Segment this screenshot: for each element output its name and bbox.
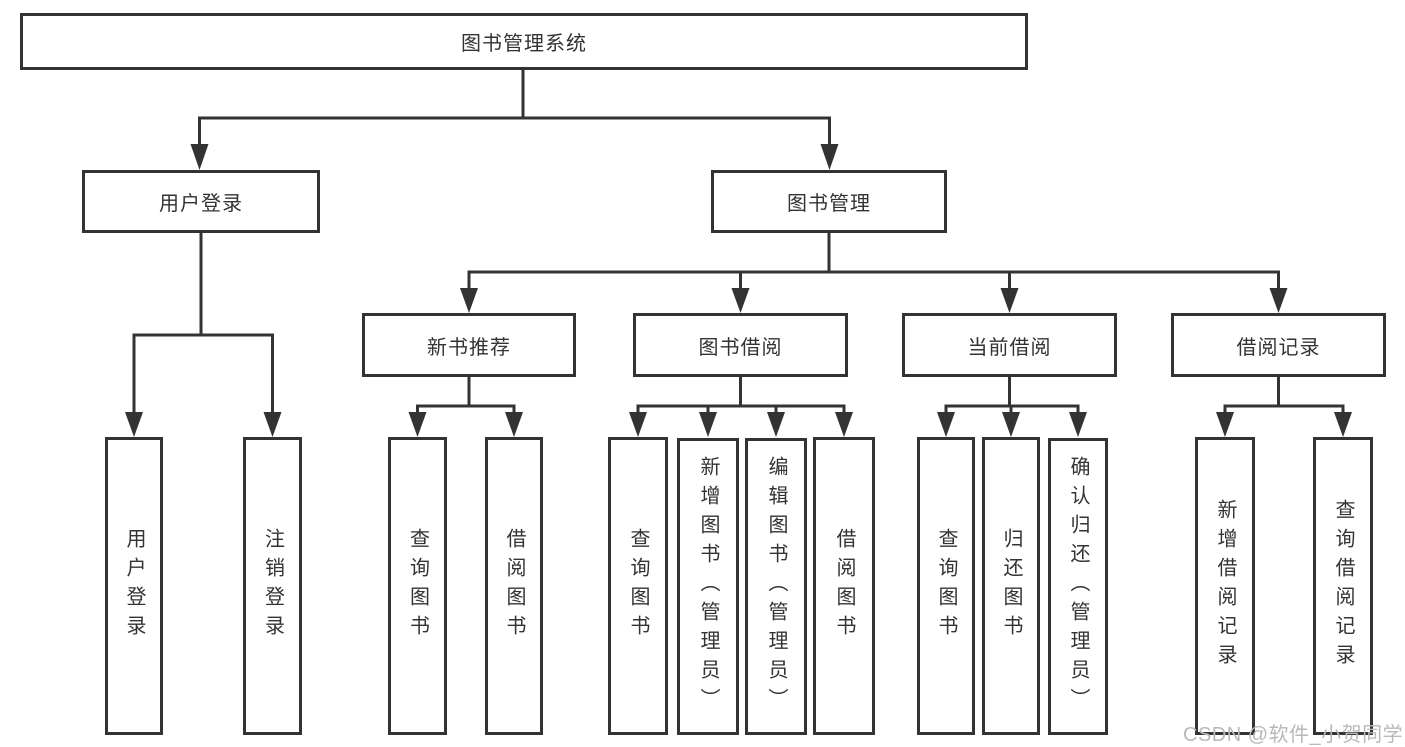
node-root: 图书管理系统: [20, 13, 1028, 70]
leaf-add-book-admin: 新增图书（管理员）: [677, 438, 739, 735]
leaf-query-books-borrow: 查询图书: [608, 437, 668, 735]
leaf-edit-book-admin: 编辑图书（管理员）: [745, 438, 807, 735]
watermark: CSDN @软件_小贺同学: [1183, 724, 1404, 746]
node-borrow-records: 借阅记录: [1171, 313, 1386, 377]
leaf-return-books: 归还图书: [982, 437, 1040, 735]
leaf-logout: 注销登录: [243, 437, 302, 735]
node-current-borrow: 当前借阅: [902, 313, 1117, 377]
node-new-book-recommend: 新书推荐: [362, 313, 576, 377]
leaf-user-login: 用户登录: [105, 437, 163, 735]
leaf-query-borrow-record: 查询借阅记录: [1313, 437, 1373, 735]
node-user-login: 用户登录: [82, 170, 320, 233]
leaf-confirm-return-admin: 确认归还（管理员）: [1048, 438, 1108, 735]
leaf-query-books-recommend: 查询图书: [388, 437, 447, 735]
leaf-borrow-books: 借阅图书: [813, 437, 875, 735]
node-book-borrow: 图书借阅: [633, 313, 848, 377]
leaf-query-books-current: 查询图书: [917, 437, 975, 735]
leaf-borrow-books-recommend: 借阅图书: [485, 437, 543, 735]
leaf-add-borrow-record: 新增借阅记录: [1195, 437, 1255, 735]
node-book-management: 图书管理: [711, 170, 947, 233]
